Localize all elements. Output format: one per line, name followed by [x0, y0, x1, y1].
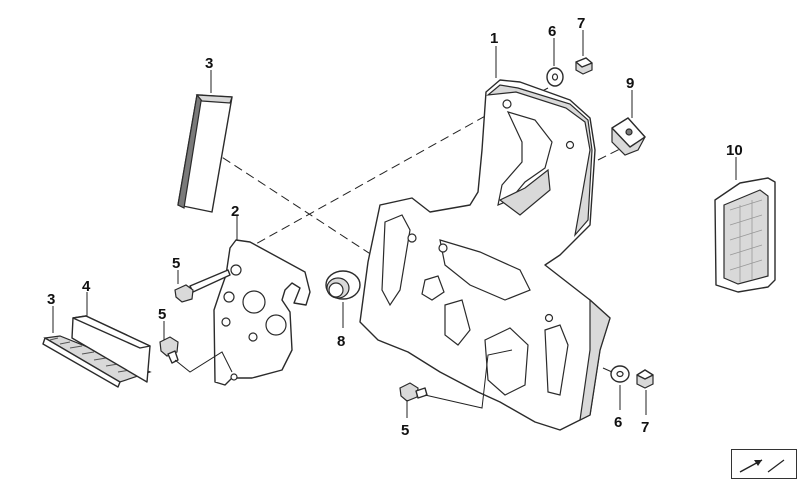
- parts-diagram: 1 2 3 3 4 5 5 5 6 6 7 7 8 9 10: [42, 15, 776, 439]
- callout-4: 4: [82, 278, 91, 295]
- main-bracket: [359, 79, 611, 431]
- callout-5-lower: 5: [158, 306, 166, 323]
- washer-top: [546, 67, 564, 87]
- washer-bottom: [610, 365, 630, 383]
- screw-bottom: [399, 382, 428, 402]
- callout-3-bottom: 3: [47, 291, 55, 308]
- callout-6-bottom: 6: [614, 414, 622, 431]
- callout-8: 8: [337, 333, 345, 350]
- callout-3-top: 3: [205, 55, 213, 72]
- reflector-strip-top: [177, 94, 233, 213]
- callout-5-bottom: 5: [401, 422, 409, 439]
- callout-5-upper: 5: [172, 255, 180, 272]
- adhesive-pad: [71, 315, 151, 383]
- leader-lines: [52, 30, 737, 418]
- nut-bottom: [636, 369, 654, 389]
- callout-2: 2: [231, 203, 239, 220]
- nut-top: [575, 57, 593, 75]
- reflector-strip-bottom: [42, 335, 152, 388]
- screw-lower: [159, 336, 179, 364]
- small-plate: [213, 239, 311, 386]
- grommet: [325, 270, 361, 300]
- callout-7-top: 7: [577, 15, 585, 32]
- navigation-button[interactable]: [731, 449, 797, 479]
- callout-9: 9: [626, 75, 634, 92]
- arrow-icon: [739, 459, 785, 473]
- callout-6-top: 6: [548, 23, 556, 40]
- speed-nut: [611, 117, 646, 156]
- callout-1: 1: [490, 30, 498, 47]
- large-reflector: [714, 177, 776, 293]
- callout-7-bottom: 7: [641, 419, 649, 436]
- screw-upper: [174, 269, 231, 303]
- callout-10: 10: [726, 142, 743, 159]
